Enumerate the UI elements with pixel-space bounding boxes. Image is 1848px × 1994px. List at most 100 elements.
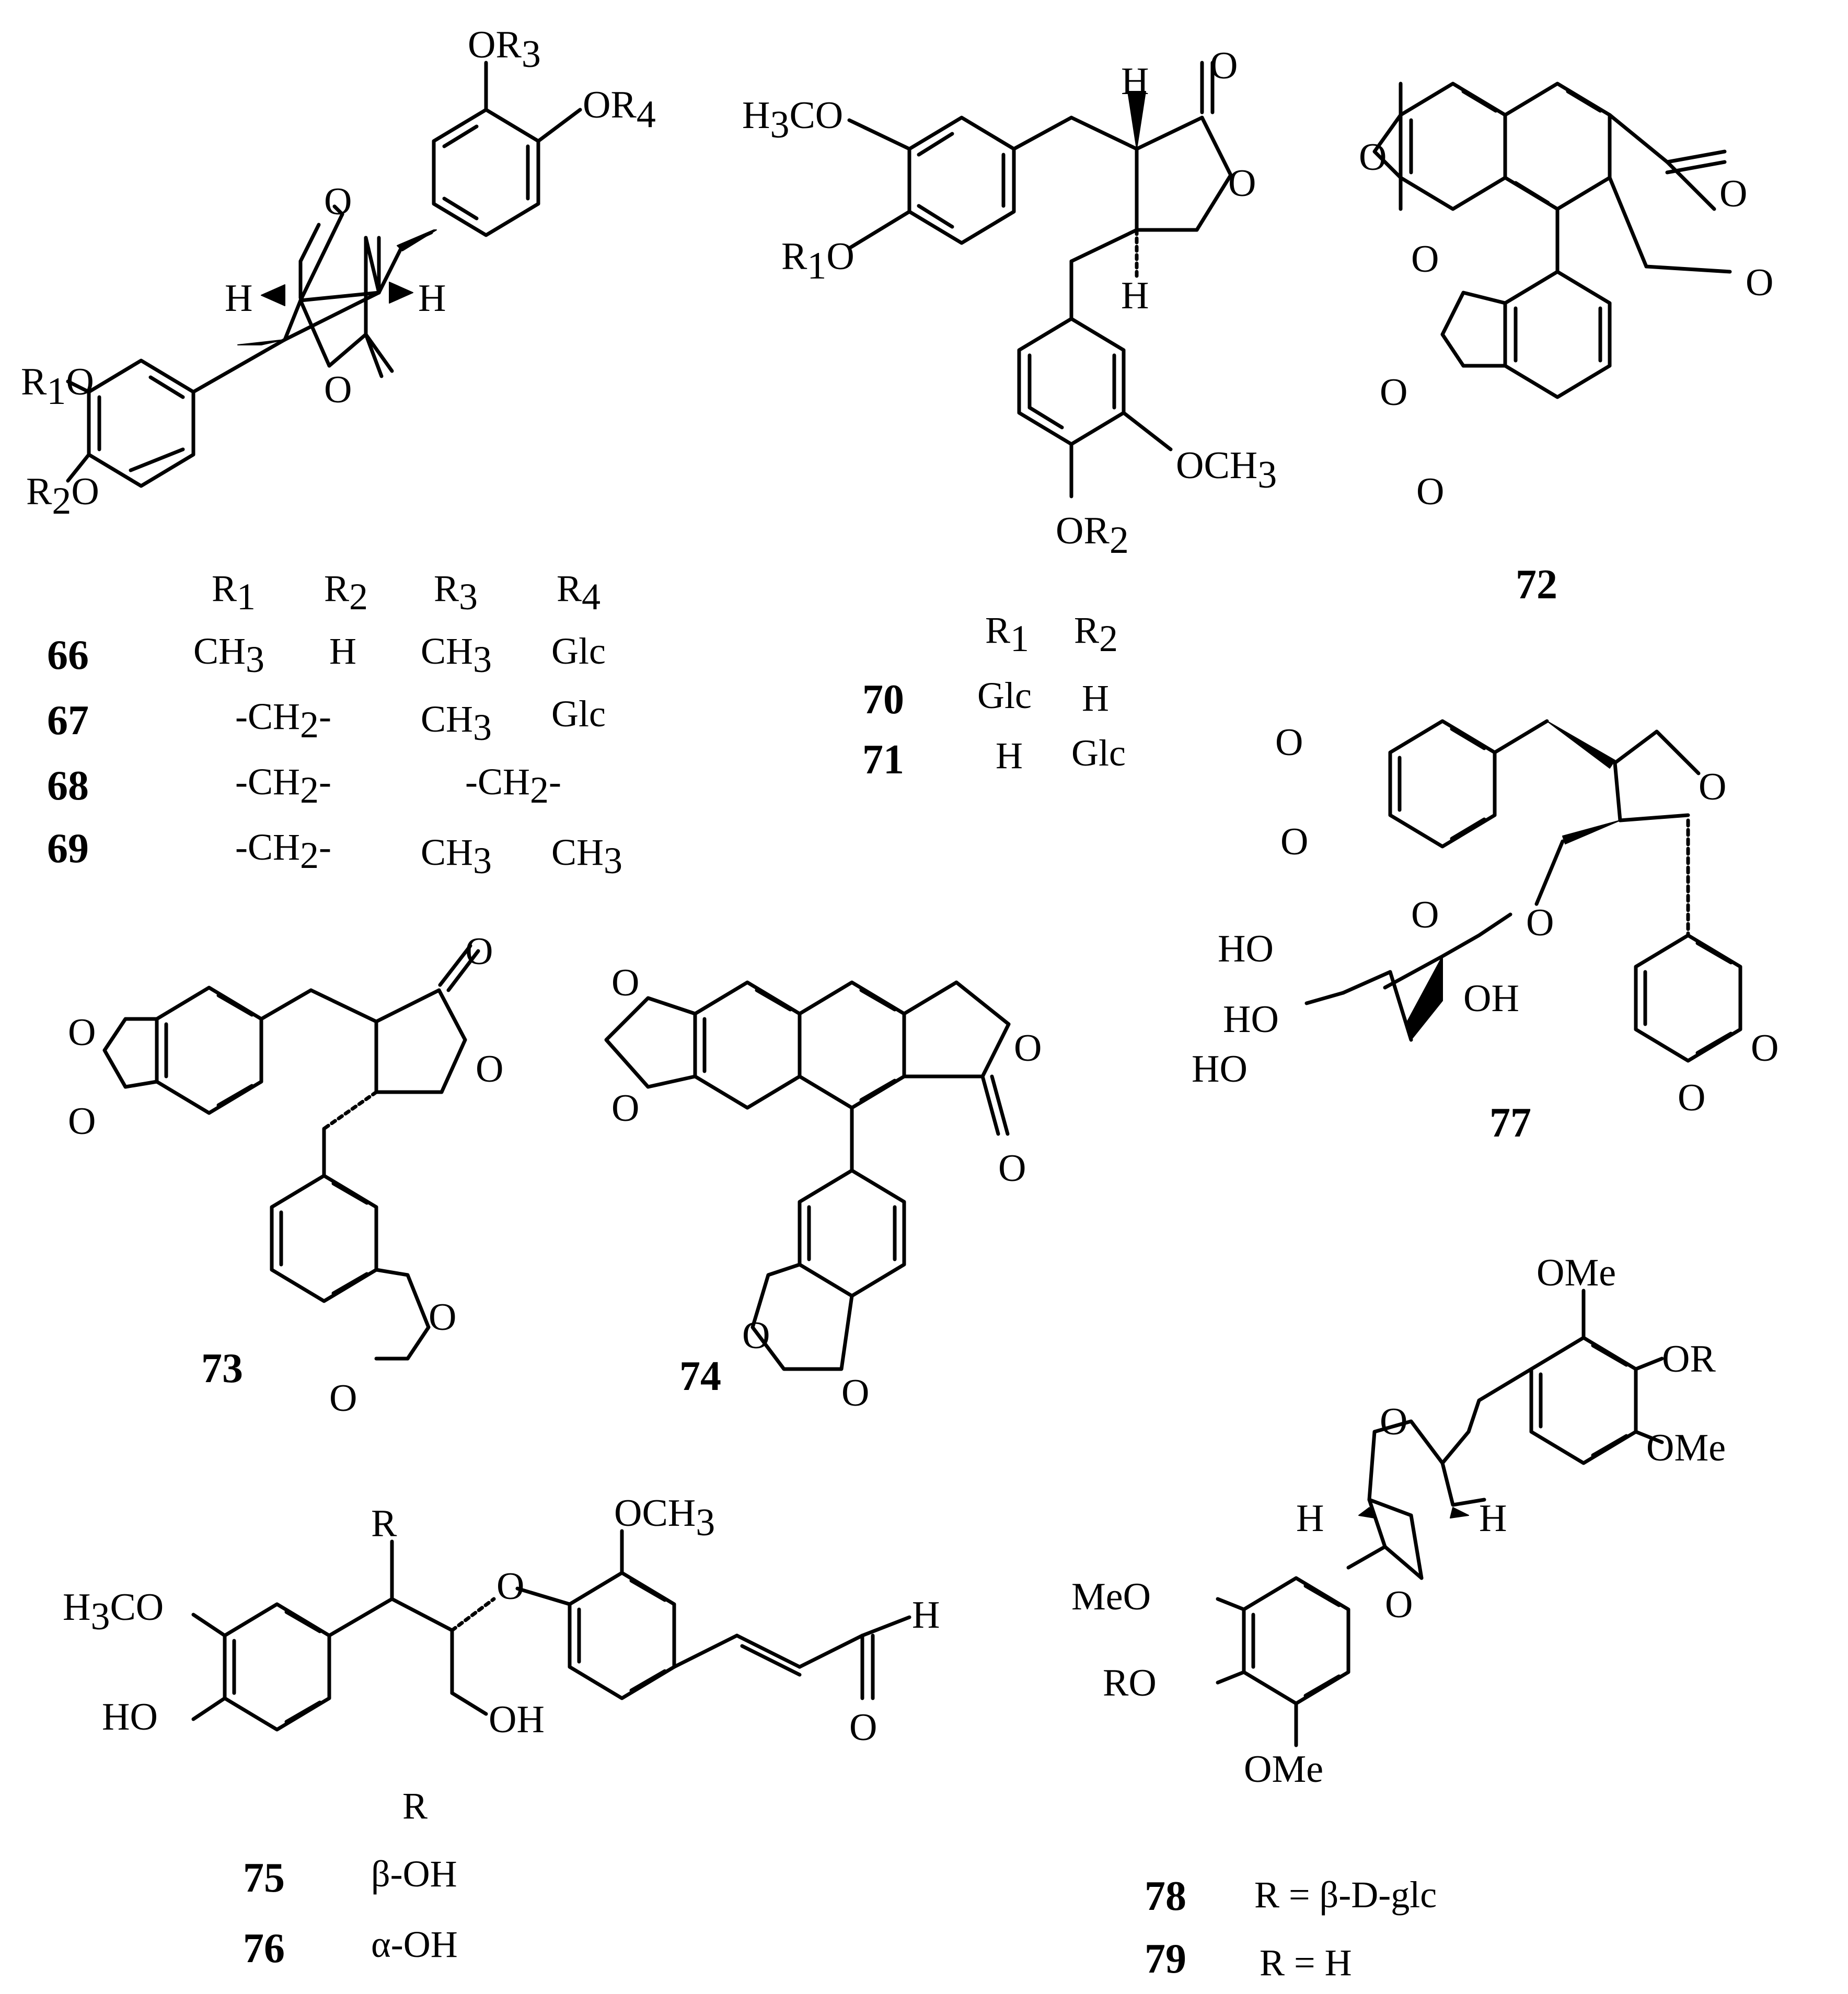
header-R2: R2 xyxy=(324,567,368,618)
atom-O-ring: O xyxy=(1699,766,1726,808)
atom-O: O xyxy=(611,961,639,1004)
atom-O-ether: O xyxy=(496,1565,524,1608)
row-70-r2: H xyxy=(1082,677,1109,719)
atom-O-carbonyl: O xyxy=(1210,44,1238,87)
atom-O-ring: O xyxy=(476,1048,503,1091)
atom-OR2: OR2 xyxy=(1056,509,1129,562)
structure-66-69: OR3 OR4 O O H H R1O R2O xyxy=(21,24,656,523)
row-67-r3: CH3 xyxy=(421,698,492,748)
atom-O: O xyxy=(1275,721,1303,764)
atom-O-upper: O xyxy=(324,180,352,223)
atom-R: R xyxy=(371,1502,397,1545)
compound-id: 73 xyxy=(201,1346,243,1392)
compound-id: 75 xyxy=(243,1855,285,1901)
atom-O-lower: O xyxy=(324,368,352,411)
atom-O: O xyxy=(329,1377,357,1420)
atom-H3CO: H3CO xyxy=(63,1586,164,1638)
row-68-r34: -CH2- xyxy=(465,761,561,811)
header-R3: R3 xyxy=(434,567,478,618)
atom-OR3: OR3 xyxy=(468,24,541,76)
atom-H-top: H xyxy=(1121,60,1149,103)
atom-OH: OH xyxy=(489,1698,545,1741)
atom-OH: OH xyxy=(1463,977,1519,1020)
atom-O-carbonyl: O xyxy=(465,930,493,973)
atom-H-bottom: H xyxy=(1121,274,1149,317)
atom-OMe: OMe xyxy=(1537,1251,1616,1294)
row-70-r1: Glc xyxy=(977,675,1032,716)
atom-O-lower: O xyxy=(1385,1583,1413,1626)
atom-O-carbonyl: O xyxy=(1719,172,1747,215)
compound-id: 66 xyxy=(47,632,89,678)
atom-OMe: OMe xyxy=(1244,1748,1323,1791)
atom-O-ring: O xyxy=(1746,261,1773,304)
row-66-r3: CH3 xyxy=(421,630,492,680)
atom-MeO: MeO xyxy=(1071,1575,1151,1618)
compound-id: 74 xyxy=(679,1353,721,1399)
row-76-r: α-OH xyxy=(371,1923,458,1965)
row-69-r4: CH3 xyxy=(551,831,622,882)
structure-75-76: R OCH3 H3CO O HO OH H O xyxy=(63,1492,940,1749)
atom-O-link: O xyxy=(1526,901,1554,944)
atom-O: O xyxy=(68,1100,96,1143)
header-R1: R1 xyxy=(212,567,256,618)
atom-H: H xyxy=(912,1594,940,1637)
atom-R2O: R2O xyxy=(26,470,99,523)
atom-O: O xyxy=(429,1296,456,1339)
row-69-r3: CH3 xyxy=(421,831,492,882)
header-R1: R1 xyxy=(985,609,1029,659)
atom-OCH3: OCH3 xyxy=(1176,444,1277,496)
compound-id: 76 xyxy=(243,1926,285,1972)
table-78-79: 78 R = β-D-glc 79 R = H xyxy=(1145,1873,1437,1984)
atom-R1O: R1O xyxy=(781,235,854,287)
atom-H-left: H xyxy=(225,277,252,320)
atom-O: O xyxy=(611,1087,639,1130)
compound-id: 78 xyxy=(1145,1873,1186,1919)
atom-O-carbonyl: O xyxy=(998,1147,1026,1190)
row-78-r: R = β-D-glc xyxy=(1254,1874,1437,1916)
compound-id: 70 xyxy=(862,677,904,723)
row-71-r2: Glc xyxy=(1071,732,1126,774)
atom-O-upper: O xyxy=(1380,1400,1407,1443)
atom-O-ring: O xyxy=(1014,1027,1042,1070)
row-79-r: R = H xyxy=(1260,1942,1352,1984)
atom-O-3: O xyxy=(1380,371,1407,414)
atom-O-2: O xyxy=(1411,238,1439,281)
compound-id: 77 xyxy=(1489,1100,1531,1146)
table-75-76: R 75 β-OH 76 α-OH xyxy=(243,1785,458,1972)
compound-id: 67 xyxy=(47,698,89,744)
compound-id: 68 xyxy=(47,763,89,809)
atom-O-ring: O xyxy=(1228,162,1256,205)
compound-id: 69 xyxy=(47,826,89,872)
atom-O-sugar: O xyxy=(1411,894,1439,936)
structure-74: O O O O O O 74 xyxy=(604,961,1042,1415)
atom-HO: HO xyxy=(1192,1048,1248,1091)
atom-H3CO: H3CO xyxy=(742,94,843,146)
table-66-69: R1 R2 R3 R4 66 CH3 H CH3 Glc 67 -CH2- CH… xyxy=(47,567,622,882)
structure-73: O O O O O O 73 xyxy=(68,930,503,1420)
atom-OMe: OMe xyxy=(1646,1427,1726,1469)
atom-O: O xyxy=(1678,1076,1705,1119)
atom-O: O xyxy=(841,1372,869,1415)
atom-HO: HO xyxy=(1218,928,1274,970)
atom-O: O xyxy=(1280,820,1308,863)
header-R: R xyxy=(402,1785,428,1827)
atom-HO: HO xyxy=(102,1696,158,1738)
row-66-r1: CH3 xyxy=(193,630,264,680)
row-66-r4: Glc xyxy=(551,630,606,672)
atom-O-aldehyde: O xyxy=(849,1706,877,1749)
atom-OR: OR xyxy=(1662,1338,1716,1381)
row-69-r12: -CH2- xyxy=(235,826,331,876)
row-66-r2: H xyxy=(329,630,356,672)
atom-O: O xyxy=(68,1011,96,1054)
atom-HO: HO xyxy=(1223,998,1279,1041)
row-67-r4: Glc xyxy=(551,693,606,735)
structure-70-71: H3CO R1O H H O O OCH3 OR2 xyxy=(742,44,1277,562)
atom-H-left: H xyxy=(1296,1497,1324,1540)
atom-OR4: OR4 xyxy=(583,84,656,136)
structure-78-79: OMe OR OMe O H H O MeO RO OMe xyxy=(1071,1251,1726,1791)
compound-id: 71 xyxy=(862,737,904,783)
header-R4: R4 xyxy=(557,567,600,618)
atom-H-right: H xyxy=(1479,1497,1507,1540)
compound-id: 72 xyxy=(1516,562,1557,608)
